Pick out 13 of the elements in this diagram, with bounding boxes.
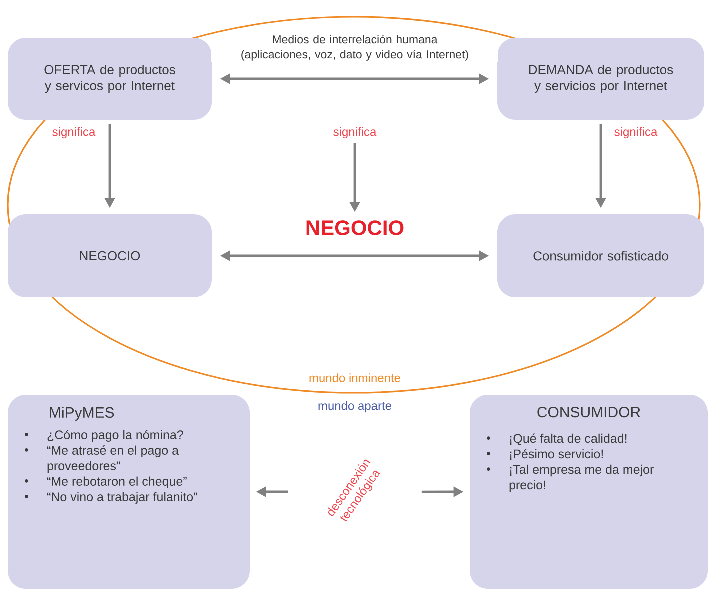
rounded-box: DEMANDA de productos y servicios por Internet — [498, 38, 704, 120]
edge-label: significa — [613, 126, 659, 140]
heading-text: NEGOCIO — [306, 220, 404, 236]
rounded-box: OFERTA de productos y servicos por Internet — [8, 38, 212, 120]
edge-label: significa — [332, 126, 378, 140]
caption-text: mundo aparte — [318, 401, 392, 413]
list-box: MiPyMES ¿Cómo pago la nómina? “Me atrasé en el pago a proveedores” “Me rebotaron el cheque” “No vino a trabajar fulanito” — [8, 395, 250, 589]
edge-label: significa — [51, 126, 97, 140]
list-box: CONSUMIDOR ¡Qué falta de calidad! ¡Pésimo servicio! ¡Tal empresa me da mejor precio! — [470, 395, 708, 589]
edge-label: Medios de interrelación humana (aplicaciones, voz, dato y video vía Internet) — [212, 34, 498, 62]
rounded-box: NEGOCIO — [8, 214, 212, 298]
rounded-box: Consumidor sofisticado — [498, 214, 704, 298]
caption-text: mundo inminente — [310, 374, 400, 382]
